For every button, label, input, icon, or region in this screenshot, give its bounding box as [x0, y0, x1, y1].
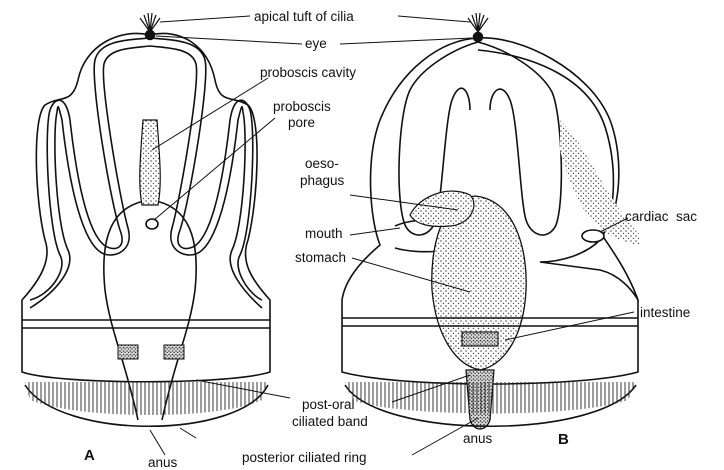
label-mouth: mouth [305, 226, 343, 241]
label-anus-b: anus [463, 431, 493, 446]
panel-label-b: B [558, 431, 569, 448]
larva-b-eye [474, 33, 483, 42]
larva-b [342, 13, 640, 429]
larva-b-oesophagus [410, 191, 474, 226]
label-apical-tuft: apical tuft of cilia [254, 9, 354, 24]
panel-label-a: A [84, 447, 95, 464]
larva-b-intestine [462, 332, 498, 346]
larva-a-proboscis-cavity [140, 120, 160, 205]
larva-b-apical-tuft [468, 13, 488, 32]
larva-a-apical-tuft [140, 13, 160, 32]
label-oesophagus-1: oeso- [305, 156, 339, 171]
larva-b-cardiac-region [560, 120, 640, 245]
larva-a [22, 13, 270, 426]
larva-a-eye [146, 31, 155, 40]
label-stomach: stomach [295, 250, 346, 265]
label-anus-a: anus [148, 455, 178, 470]
label-proboscis-pore-1: proboscis [273, 99, 331, 114]
label-cardiac-sac: cardiac sac [625, 209, 697, 224]
label-eye: eye [305, 36, 327, 51]
label-intestine: intestine [640, 305, 690, 320]
label-proboscis-pore-2: pore [288, 115, 315, 130]
label-posterior-ring: posterior ciliated ring [242, 450, 367, 465]
label-proboscis-cavity: proboscis cavity [260, 65, 356, 80]
label-post-oral-2: ciliated band [292, 414, 368, 429]
larva-a-proboscis-pore [146, 219, 158, 229]
label-post-oral-1: post-oral [302, 397, 355, 412]
larva-b-ciliated-ring [345, 382, 636, 414]
label-oesophagus-2: phagus [300, 173, 345, 188]
